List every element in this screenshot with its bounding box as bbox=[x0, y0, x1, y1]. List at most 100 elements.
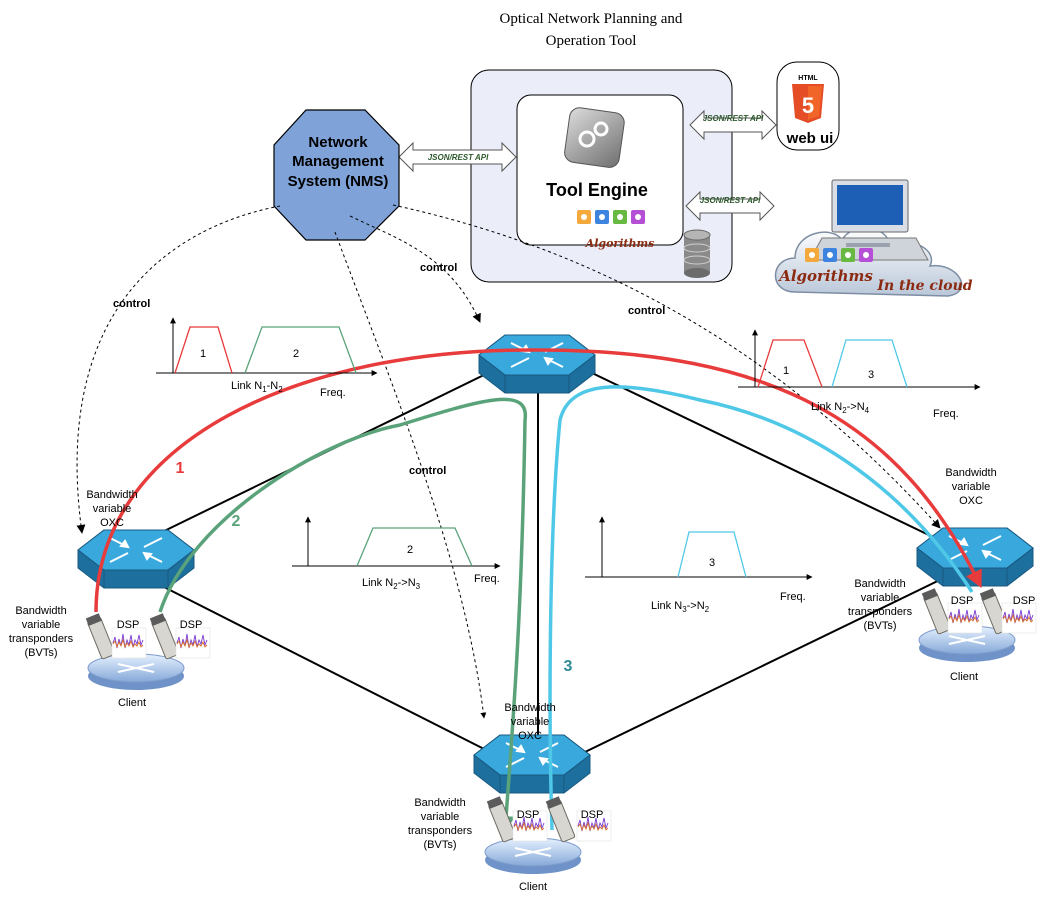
link-n1-n3 bbox=[159, 584, 491, 753]
lightpath-1-label: 1 bbox=[176, 460, 185, 477]
bvt-device-n1-a bbox=[85, 612, 116, 660]
svg-text:Freq.: Freq. bbox=[474, 573, 500, 585]
bvt-device-n1-b bbox=[149, 612, 180, 660]
control-line-n3 bbox=[334, 231, 487, 719]
svg-text:Freq.: Freq. bbox=[933, 408, 959, 420]
svg-text:Link N2->N4: Link N2->N4 bbox=[811, 401, 870, 415]
bvt-device-n3-a bbox=[486, 795, 517, 843]
svg-text:2: 2 bbox=[293, 348, 299, 360]
lightpath-3-label: 3 bbox=[564, 658, 573, 675]
bvt-label-n1: Bandwidth variable transponders (BVTs) bbox=[9, 605, 74, 659]
svg-text:Bandwidth: Bandwidth bbox=[414, 797, 465, 809]
svg-text:Freq.: Freq. bbox=[320, 387, 346, 399]
dsp-wave-n1-b bbox=[175, 627, 211, 659]
svg-text:1: 1 bbox=[783, 365, 789, 377]
svg-text:Link N3->N2: Link N3->N2 bbox=[651, 600, 710, 614]
lightpath-3 bbox=[548, 385, 974, 831]
dsp-label-n4-b: DSP bbox=[1013, 595, 1036, 607]
svg-text:transponders: transponders bbox=[408, 825, 473, 837]
tool-engine-label: Tool Engine bbox=[546, 180, 648, 200]
svg-text:2: 2 bbox=[407, 544, 413, 556]
lightpath-2 bbox=[158, 397, 527, 834]
oxc-label-n4: Bandwidth variable OXC bbox=[945, 467, 996, 507]
control-links bbox=[76, 204, 941, 719]
client-node-n3 bbox=[484, 837, 582, 875]
lightpath-1 bbox=[94, 348, 982, 613]
cloud-algorithms-label: Algorithms bbox=[777, 267, 873, 285]
svg-text:5: 5 bbox=[802, 93, 814, 118]
api-arrow-engine-webui: JSON/REST API bbox=[689, 109, 777, 141]
svg-text:3: 3 bbox=[868, 369, 874, 381]
dsp-label-n1-b: DSP bbox=[180, 619, 203, 631]
diagram-title-line2: Operation Tool bbox=[546, 33, 637, 49]
web-ui-label: web ui bbox=[786, 130, 834, 147]
spectrum-link-n1-n2: 1 2 Link N1-N2 Freq. bbox=[156, 317, 378, 399]
client-label-n3: Client bbox=[519, 881, 547, 893]
dsp-label-n4-a: DSP bbox=[951, 595, 974, 607]
svg-text:OXC: OXC bbox=[100, 517, 124, 529]
svg-text:variable: variable bbox=[952, 481, 991, 493]
svg-text:Bandwidth: Bandwidth bbox=[945, 467, 996, 479]
oxc-label-n3: Bandwidth variable OXC bbox=[504, 702, 555, 742]
spectrum-link-n2-n3: 2 Link N2->N3 Freq. bbox=[292, 516, 501, 591]
api-arrow-engine-cloud: JSON/REST API bbox=[685, 190, 775, 222]
dsp-label-n3-b: DSP bbox=[581, 809, 604, 821]
svg-text:transponders: transponders bbox=[9, 633, 74, 645]
svg-text:OXC: OXC bbox=[959, 495, 983, 507]
control-line-n2 bbox=[349, 215, 481, 323]
bvt-label-n4: Bandwidth variable transponders (BVTs) bbox=[848, 578, 913, 632]
nms-label-line1: Network bbox=[308, 134, 368, 151]
svg-text:transponders: transponders bbox=[848, 606, 913, 618]
svg-text:Bandwidth: Bandwidth bbox=[15, 605, 66, 617]
client-label-n4: Client bbox=[950, 671, 978, 683]
svg-text:variable: variable bbox=[421, 811, 460, 823]
link-n2-n4 bbox=[589, 371, 961, 551]
dsp-wave-n4-b bbox=[1001, 602, 1037, 634]
router-n2 bbox=[478, 334, 596, 394]
dsp-wave-n1-a bbox=[111, 627, 147, 659]
cloud-in-the-cloud-label: In the cloud bbox=[876, 278, 972, 294]
svg-text:Bandwidth: Bandwidth bbox=[86, 489, 137, 501]
svg-text:JSON/REST API: JSON/REST API bbox=[703, 114, 764, 123]
svg-text:(BVTs): (BVTs) bbox=[864, 620, 897, 632]
html5-icon: HTML 5 bbox=[792, 75, 824, 123]
bvt-label-n3: Bandwidth variable transponders (BVTs) bbox=[408, 797, 473, 851]
link-n3-n4 bbox=[584, 574, 951, 753]
control-label-n3: control bbox=[409, 465, 446, 477]
svg-text:HTML: HTML bbox=[798, 75, 818, 82]
lightpath-2-label: 2 bbox=[232, 513, 241, 530]
svg-text:OXC: OXC bbox=[518, 730, 542, 742]
client-label-n1: Client bbox=[118, 697, 146, 709]
svg-text:variable: variable bbox=[93, 503, 132, 515]
fiber-links bbox=[153, 371, 961, 753]
control-line-n1 bbox=[76, 205, 281, 534]
nms-octagon bbox=[273, 109, 400, 241]
svg-text:variable: variable bbox=[22, 619, 61, 631]
database-icon bbox=[683, 229, 711, 278]
oxc-label-n1: Bandwidth variable OXC bbox=[86, 489, 137, 529]
svg-text:3: 3 bbox=[709, 557, 715, 569]
spectrum-link-n2-n4: 1 3 Link N2->N4 Freq. bbox=[738, 329, 981, 420]
dsp-label-n3-a: DSP bbox=[517, 809, 540, 821]
svg-text:JSON/REST API: JSON/REST API bbox=[428, 153, 489, 162]
engine-algorithms-label: Algorithms bbox=[585, 237, 655, 250]
svg-text:Link N2->N3: Link N2->N3 bbox=[362, 577, 421, 591]
spectrum-link-n3-n2: 3 Link N3->N2 Freq. bbox=[585, 516, 813, 614]
svg-text:variable: variable bbox=[861, 592, 900, 604]
control-label-n4: control bbox=[628, 305, 665, 317]
svg-text:Bandwidth: Bandwidth bbox=[854, 578, 905, 590]
control-label-n2: control bbox=[420, 262, 457, 274]
control-line-n4 bbox=[392, 204, 941, 529]
svg-text:1: 1 bbox=[200, 348, 206, 360]
api-arrow-nms-engine: JSON/REST API bbox=[398, 141, 517, 173]
dsp-wave-n4-a bbox=[947, 602, 983, 634]
tool-engine-icon bbox=[564, 107, 625, 168]
nms-label-line3: System (NMS) bbox=[288, 173, 389, 190]
client-node-n1 bbox=[87, 653, 185, 691]
tool-engine-box bbox=[516, 94, 684, 246]
dsp-label-n1-a: DSP bbox=[117, 619, 140, 631]
svg-text:variable: variable bbox=[511, 716, 550, 728]
nms-label-line2: Management bbox=[292, 153, 384, 170]
svg-text:Link N1-N2: Link N1-N2 bbox=[231, 380, 283, 394]
svg-text:Freq.: Freq. bbox=[780, 591, 806, 603]
